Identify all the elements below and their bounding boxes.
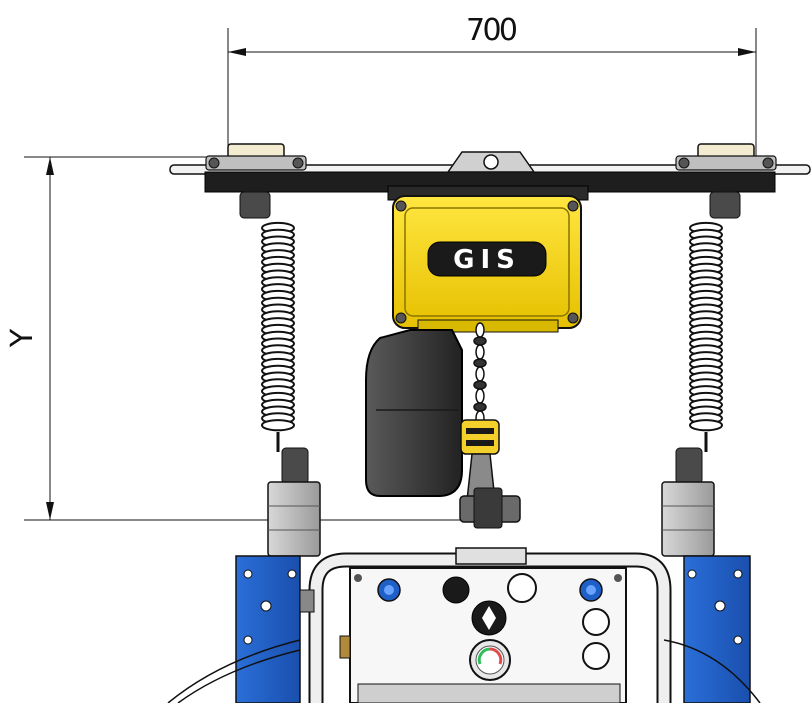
lower-hoses <box>167 589 761 704</box>
brand-logo: GIS <box>453 245 521 275</box>
width-dimension-label: 700 <box>466 13 518 48</box>
height-dimension-label: Y <box>5 328 40 348</box>
control-panel <box>349 567 627 704</box>
black-knob[interactable] <box>442 576 470 604</box>
top-rail <box>169 143 811 219</box>
left-coiled-cable <box>261 221 295 452</box>
panel-hole-right-2 <box>582 642 610 670</box>
handle-bar <box>308 547 672 707</box>
right-coiled-cable <box>689 221 723 452</box>
width-dimension: 700 <box>227 13 757 160</box>
height-dimension: Y <box>5 156 470 521</box>
left-connector-housing <box>267 447 321 557</box>
chain-hoist: GIS <box>365 185 589 529</box>
panel-hole-top <box>507 573 537 603</box>
blue-frame <box>235 555 751 704</box>
right-connector-housing <box>661 447 715 557</box>
hoist-chain <box>473 322 487 426</box>
panel-hole-right-1 <box>582 608 610 636</box>
